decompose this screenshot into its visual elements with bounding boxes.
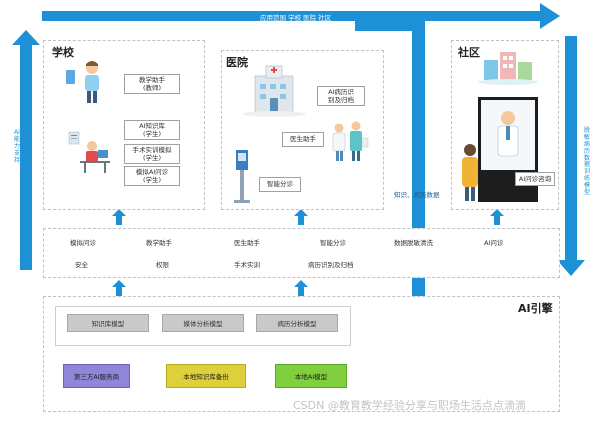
ai-engine-title: AI引擎 (518, 302, 553, 315)
right-arrow-label: 脱敏病历数据训练模型 (583, 127, 590, 197)
hospital-box-record-recognition: AI病历识 别及归档 (317, 86, 365, 106)
community-title: 社区 (458, 46, 480, 59)
watermark: CSDN @教育教学经验分享与职场生活点点滴滴 (293, 399, 526, 412)
service-smart-triage: 智能分诊 (320, 239, 346, 247)
service-mock-consult: 模拟问诊 (70, 239, 96, 247)
left-arrow-label: AI能力支持 (13, 129, 20, 164)
record-analysis-model: 病历分析模型 (256, 314, 338, 332)
school-title: 学校 (52, 46, 74, 59)
school-box-teaching-assistant: 教学助手 (教师) (124, 74, 180, 94)
school-box-knowledge-base: AI知识库 (学生) (124, 120, 180, 140)
local-ai-model: 本地AI模型 (275, 364, 347, 388)
doctors-illustration (332, 121, 369, 161)
service-record-recognition: 病历识别及归档 (308, 261, 354, 269)
train-model-label: 训练模型 (405, 311, 411, 334)
right-arrow (557, 36, 585, 276)
up-arrow-engine-1 (112, 280, 126, 296)
local-knowledge-backup: 本地知识库备份 (166, 364, 246, 388)
service-ai-consult: AI问诊 (484, 239, 504, 247)
up-arrow-school (112, 209, 126, 225)
school-box-surgery-sim: 手术实训模拟 (学生) (124, 144, 180, 164)
ai-consult-screen-icon (478, 97, 538, 202)
up-arrow-hospital (294, 209, 308, 225)
school-box-ai-consult-sim: 模拟AI问诊 (学生) (124, 166, 180, 186)
media-analysis-model: 媒体分析模型 (162, 314, 244, 332)
up-arrow-engine-2 (294, 280, 308, 296)
service-surgery-training: 手术实训 (234, 261, 260, 269)
hospital-title: 医院 (226, 56, 248, 69)
phone-icon (66, 70, 75, 84)
service-doctor-assistant: 医生助手 (234, 239, 260, 247)
up-arrow-community (490, 209, 504, 225)
service-permission: 权限 (156, 261, 169, 269)
left-arrow (12, 30, 40, 270)
mid-connector (355, 21, 425, 160)
flow-label: 知识、病历数据 (394, 191, 440, 199)
service-layer (43, 228, 560, 278)
service-data-desensitize: 数据脱敏清洗 (394, 239, 433, 247)
knowledge-base-model: 知识库模型 (67, 314, 149, 332)
patient-illustration (462, 144, 478, 201)
top-arrow-label: 应用范围 学校 医院 社区 (260, 14, 332, 22)
hospital-box-doctor-assistant: 医生助手 (282, 132, 324, 147)
third-party-ai-provider: 第三方AI服务商 (63, 364, 130, 388)
hospital-box-smart-triage: 智能分诊 (259, 177, 301, 192)
community-building-icon (484, 60, 498, 80)
service-teaching-assistant: 教学助手 (146, 239, 172, 247)
top-arrow (42, 3, 560, 29)
student-at-desk-illustration (68, 131, 110, 173)
triage-kiosk-icon (234, 150, 250, 203)
community-box-ai-consult: AI问诊咨询 (515, 172, 555, 186)
service-security: 安全 (75, 261, 88, 269)
